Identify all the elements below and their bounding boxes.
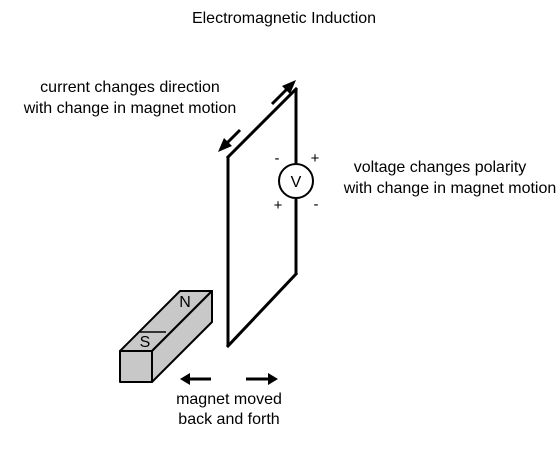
motion-label-line1: magnet moved (176, 391, 282, 408)
current-arrow-down-icon (218, 128, 242, 152)
sign-top-left: - (275, 150, 280, 167)
current-arrow-up-icon (270, 80, 296, 106)
magnet-north-label: N (179, 294, 191, 311)
magnet-side-face (151, 290, 213, 383)
voltage-label-line2: with change in magnet motion (343, 180, 557, 197)
voltmeter-circle (278, 163, 314, 199)
sign-bottom-left: + (274, 197, 283, 214)
motion-arrow-left-icon (180, 373, 211, 385)
magnet-south-label: S (140, 334, 151, 351)
sign-top-right: + (311, 150, 320, 167)
motion-arrow-right-icon (246, 373, 278, 385)
current-label-line1: current changes direction (40, 79, 220, 96)
wire-bottom-edge (225, 271, 299, 349)
wire-top-edge (225, 86, 299, 160)
magnet-front-face (119, 350, 153, 383)
diagram-title: Electromagnetic Induction (192, 10, 376, 27)
sign-bottom-right: - (314, 196, 319, 213)
voltmeter: V - + + - (274, 150, 320, 214)
bar-magnet (119, 290, 213, 383)
voltage-label-line1: voltage changes polarity (354, 159, 527, 176)
wire-loop (225, 86, 299, 349)
current-label-line2: with change in magnet motion (23, 100, 237, 117)
voltmeter-symbol: V (291, 174, 302, 191)
motion-label-line2: back and forth (178, 411, 279, 428)
